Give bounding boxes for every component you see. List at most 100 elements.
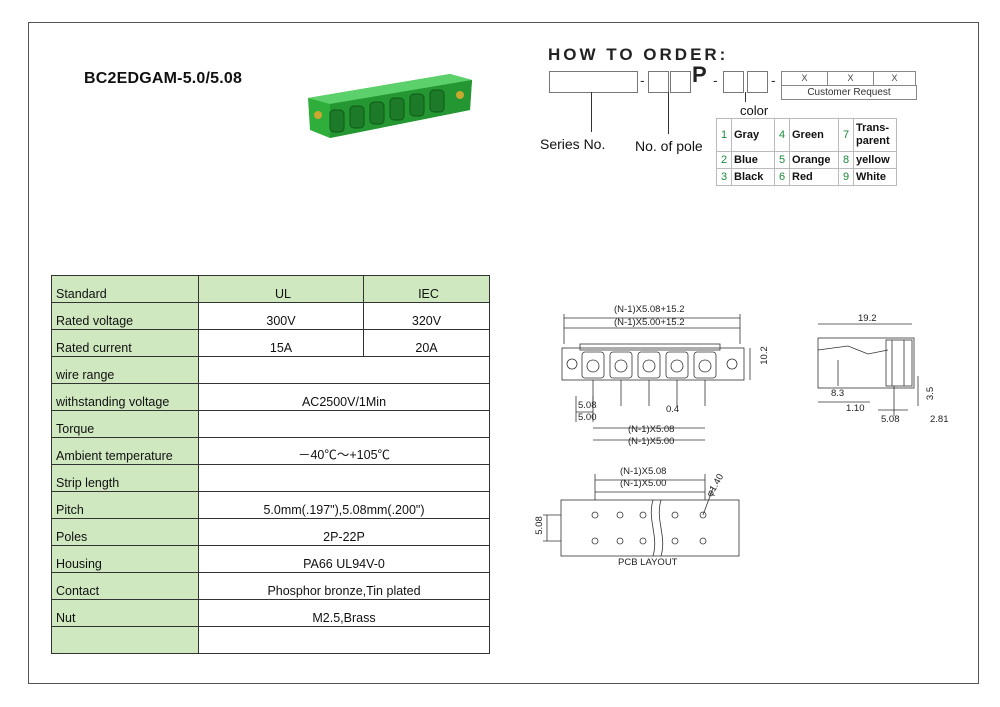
side-dim-2-81: 2.81 bbox=[930, 414, 949, 425]
color-number: 8 bbox=[838, 151, 854, 169]
spec-label: wire range bbox=[51, 356, 199, 384]
color-number: 5 bbox=[774, 151, 790, 169]
spec-value: AC2500V/1Min bbox=[198, 383, 490, 411]
side-dim-8-3: 8.3 bbox=[831, 388, 845, 399]
product-title: BC2EDGAM-5.0/5.08 bbox=[84, 70, 243, 87]
spec-row: Rated voltage 300V 320V bbox=[51, 302, 490, 330]
spec-value bbox=[198, 626, 490, 654]
spec-header-iec: IEC bbox=[363, 275, 490, 303]
front-height-dim: 10.2 bbox=[758, 346, 770, 365]
dash: - bbox=[771, 72, 776, 88]
custom-x-2: X bbox=[827, 71, 874, 86]
spec-label: Torque bbox=[51, 410, 199, 438]
color-number: 6 bbox=[774, 168, 790, 186]
page-frame bbox=[28, 22, 979, 684]
side-dim-5-08: 5.08 bbox=[881, 414, 900, 425]
pcb-layout-drawing bbox=[543, 474, 740, 557]
front-top-dim-1: (N-1)X5.08+15.2 bbox=[614, 304, 685, 315]
pole-box-2 bbox=[670, 71, 691, 93]
spec-row: Housing PA66 UL94V-0 bbox=[51, 545, 490, 573]
spec-value bbox=[198, 356, 490, 384]
custom-x-1: X bbox=[781, 71, 828, 86]
pole-leader bbox=[668, 92, 669, 134]
color-number: 4 bbox=[774, 118, 790, 152]
spec-table: Standard UL IEC Rated voltage 300V 320V … bbox=[51, 275, 490, 654]
spec-header-ul: UL bbox=[198, 275, 364, 303]
color-box-1 bbox=[723, 71, 744, 93]
spec-row: wire range bbox=[51, 356, 490, 384]
spec-value: －40℃～+105℃ bbox=[198, 437, 490, 465]
spec-label: Nut bbox=[51, 599, 199, 627]
color-table: 1 Gray 4 Green 7 Trans-parent 2 Blue 5 O… bbox=[716, 118, 897, 186]
spec-row: Strip length bbox=[51, 464, 490, 492]
color-name: Orange bbox=[789, 151, 839, 169]
spec-label: Ambient temperature bbox=[51, 437, 199, 465]
spec-row: Rated current 15A 20A bbox=[51, 329, 490, 357]
spec-ul-value: 300V bbox=[198, 302, 364, 330]
p-letter: P bbox=[692, 62, 707, 87]
color-number: 3 bbox=[716, 168, 732, 186]
customer-request-label: Customer Request bbox=[781, 85, 917, 100]
spec-label: Strip length bbox=[51, 464, 199, 492]
pcb-side-dim: 5.08 bbox=[533, 516, 545, 535]
front-view-drawing bbox=[561, 314, 751, 441]
spec-value bbox=[198, 464, 490, 492]
color-number: 2 bbox=[716, 151, 732, 169]
spec-row bbox=[51, 626, 490, 654]
spec-header-label: Standard bbox=[51, 275, 199, 303]
spec-label: Housing bbox=[51, 545, 199, 573]
pcb-top-dim-1: (N-1)X5.08 bbox=[620, 466, 667, 477]
spec-label: Pitch bbox=[51, 491, 199, 519]
spec-iec-value: 320V bbox=[363, 302, 490, 330]
spec-label: Contact bbox=[51, 572, 199, 600]
series-leader bbox=[591, 92, 592, 132]
color-name: yellow bbox=[853, 151, 897, 169]
color-row: 2 Blue 5 Orange 8 yellow bbox=[716, 151, 897, 169]
spec-value: M2.5,Brass bbox=[198, 599, 490, 627]
spec-label: Rated voltage bbox=[51, 302, 199, 330]
color-box-2 bbox=[747, 71, 768, 93]
color-name: Green bbox=[789, 118, 839, 152]
color-name: Red bbox=[789, 168, 839, 186]
color-name: Black bbox=[731, 168, 775, 186]
front-bottom-dim-2: (N-1)X5.00 bbox=[628, 436, 675, 447]
spec-value: PA66 UL94V-0 bbox=[198, 545, 490, 573]
series-box bbox=[549, 71, 638, 93]
series-label: Series No. bbox=[540, 136, 606, 152]
spec-ul-value: 15A bbox=[198, 329, 364, 357]
color-name: White bbox=[853, 168, 897, 186]
color-number: 7 bbox=[838, 118, 854, 152]
color-number: 9 bbox=[838, 168, 854, 186]
spec-value: 2P-22P bbox=[198, 518, 490, 546]
color-row: 3 Black 6 Red 9 White bbox=[716, 168, 897, 186]
side-dim-3-5: 3.5 bbox=[925, 386, 937, 401]
spec-row: Pitch 5.0mm(.197"),5.08mm(.200") bbox=[51, 491, 490, 519]
spec-row: Poles 2P-22P bbox=[51, 518, 490, 546]
front-left-dim-1: 5.08 bbox=[578, 400, 597, 411]
pcb-top-dim-2: (N-1)X5.00 bbox=[620, 478, 667, 489]
spec-label: withstanding voltage bbox=[51, 383, 199, 411]
spec-row: withstanding voltage AC2500V/1Min bbox=[51, 383, 490, 411]
front-bottom-dim-1: (N-1)X5.08 bbox=[628, 424, 675, 435]
side-view-drawing bbox=[817, 323, 919, 416]
side-width-dim: 19.2 bbox=[858, 313, 877, 324]
pole-label: No. of pole bbox=[635, 138, 703, 154]
spec-iec-value: 20A bbox=[363, 329, 490, 357]
spec-value bbox=[198, 410, 490, 438]
spec-row: Torque bbox=[51, 410, 490, 438]
pcb-caption: PCB LAYOUT bbox=[618, 557, 678, 568]
front-top-dim-2: (N-1)X5.00+15.2 bbox=[614, 317, 685, 328]
spec-row: Contact Phosphor bronze,Tin plated bbox=[51, 572, 490, 600]
dash: - bbox=[713, 72, 718, 88]
side-dim-1-10: 1.10 bbox=[846, 403, 865, 414]
color-name: Trans-parent bbox=[853, 118, 897, 152]
spec-label: Poles bbox=[51, 518, 199, 546]
front-left-dim-2: 5.00 bbox=[578, 412, 597, 423]
spec-header-row: Standard UL IEC bbox=[51, 275, 490, 303]
color-leader bbox=[745, 92, 746, 102]
front-pin-dim: 0.4 bbox=[666, 404, 680, 415]
spec-label: Rated current bbox=[51, 329, 199, 357]
custom-x-3: X bbox=[873, 71, 916, 86]
color-number: 1 bbox=[716, 118, 732, 152]
color-name: Blue bbox=[731, 151, 775, 169]
